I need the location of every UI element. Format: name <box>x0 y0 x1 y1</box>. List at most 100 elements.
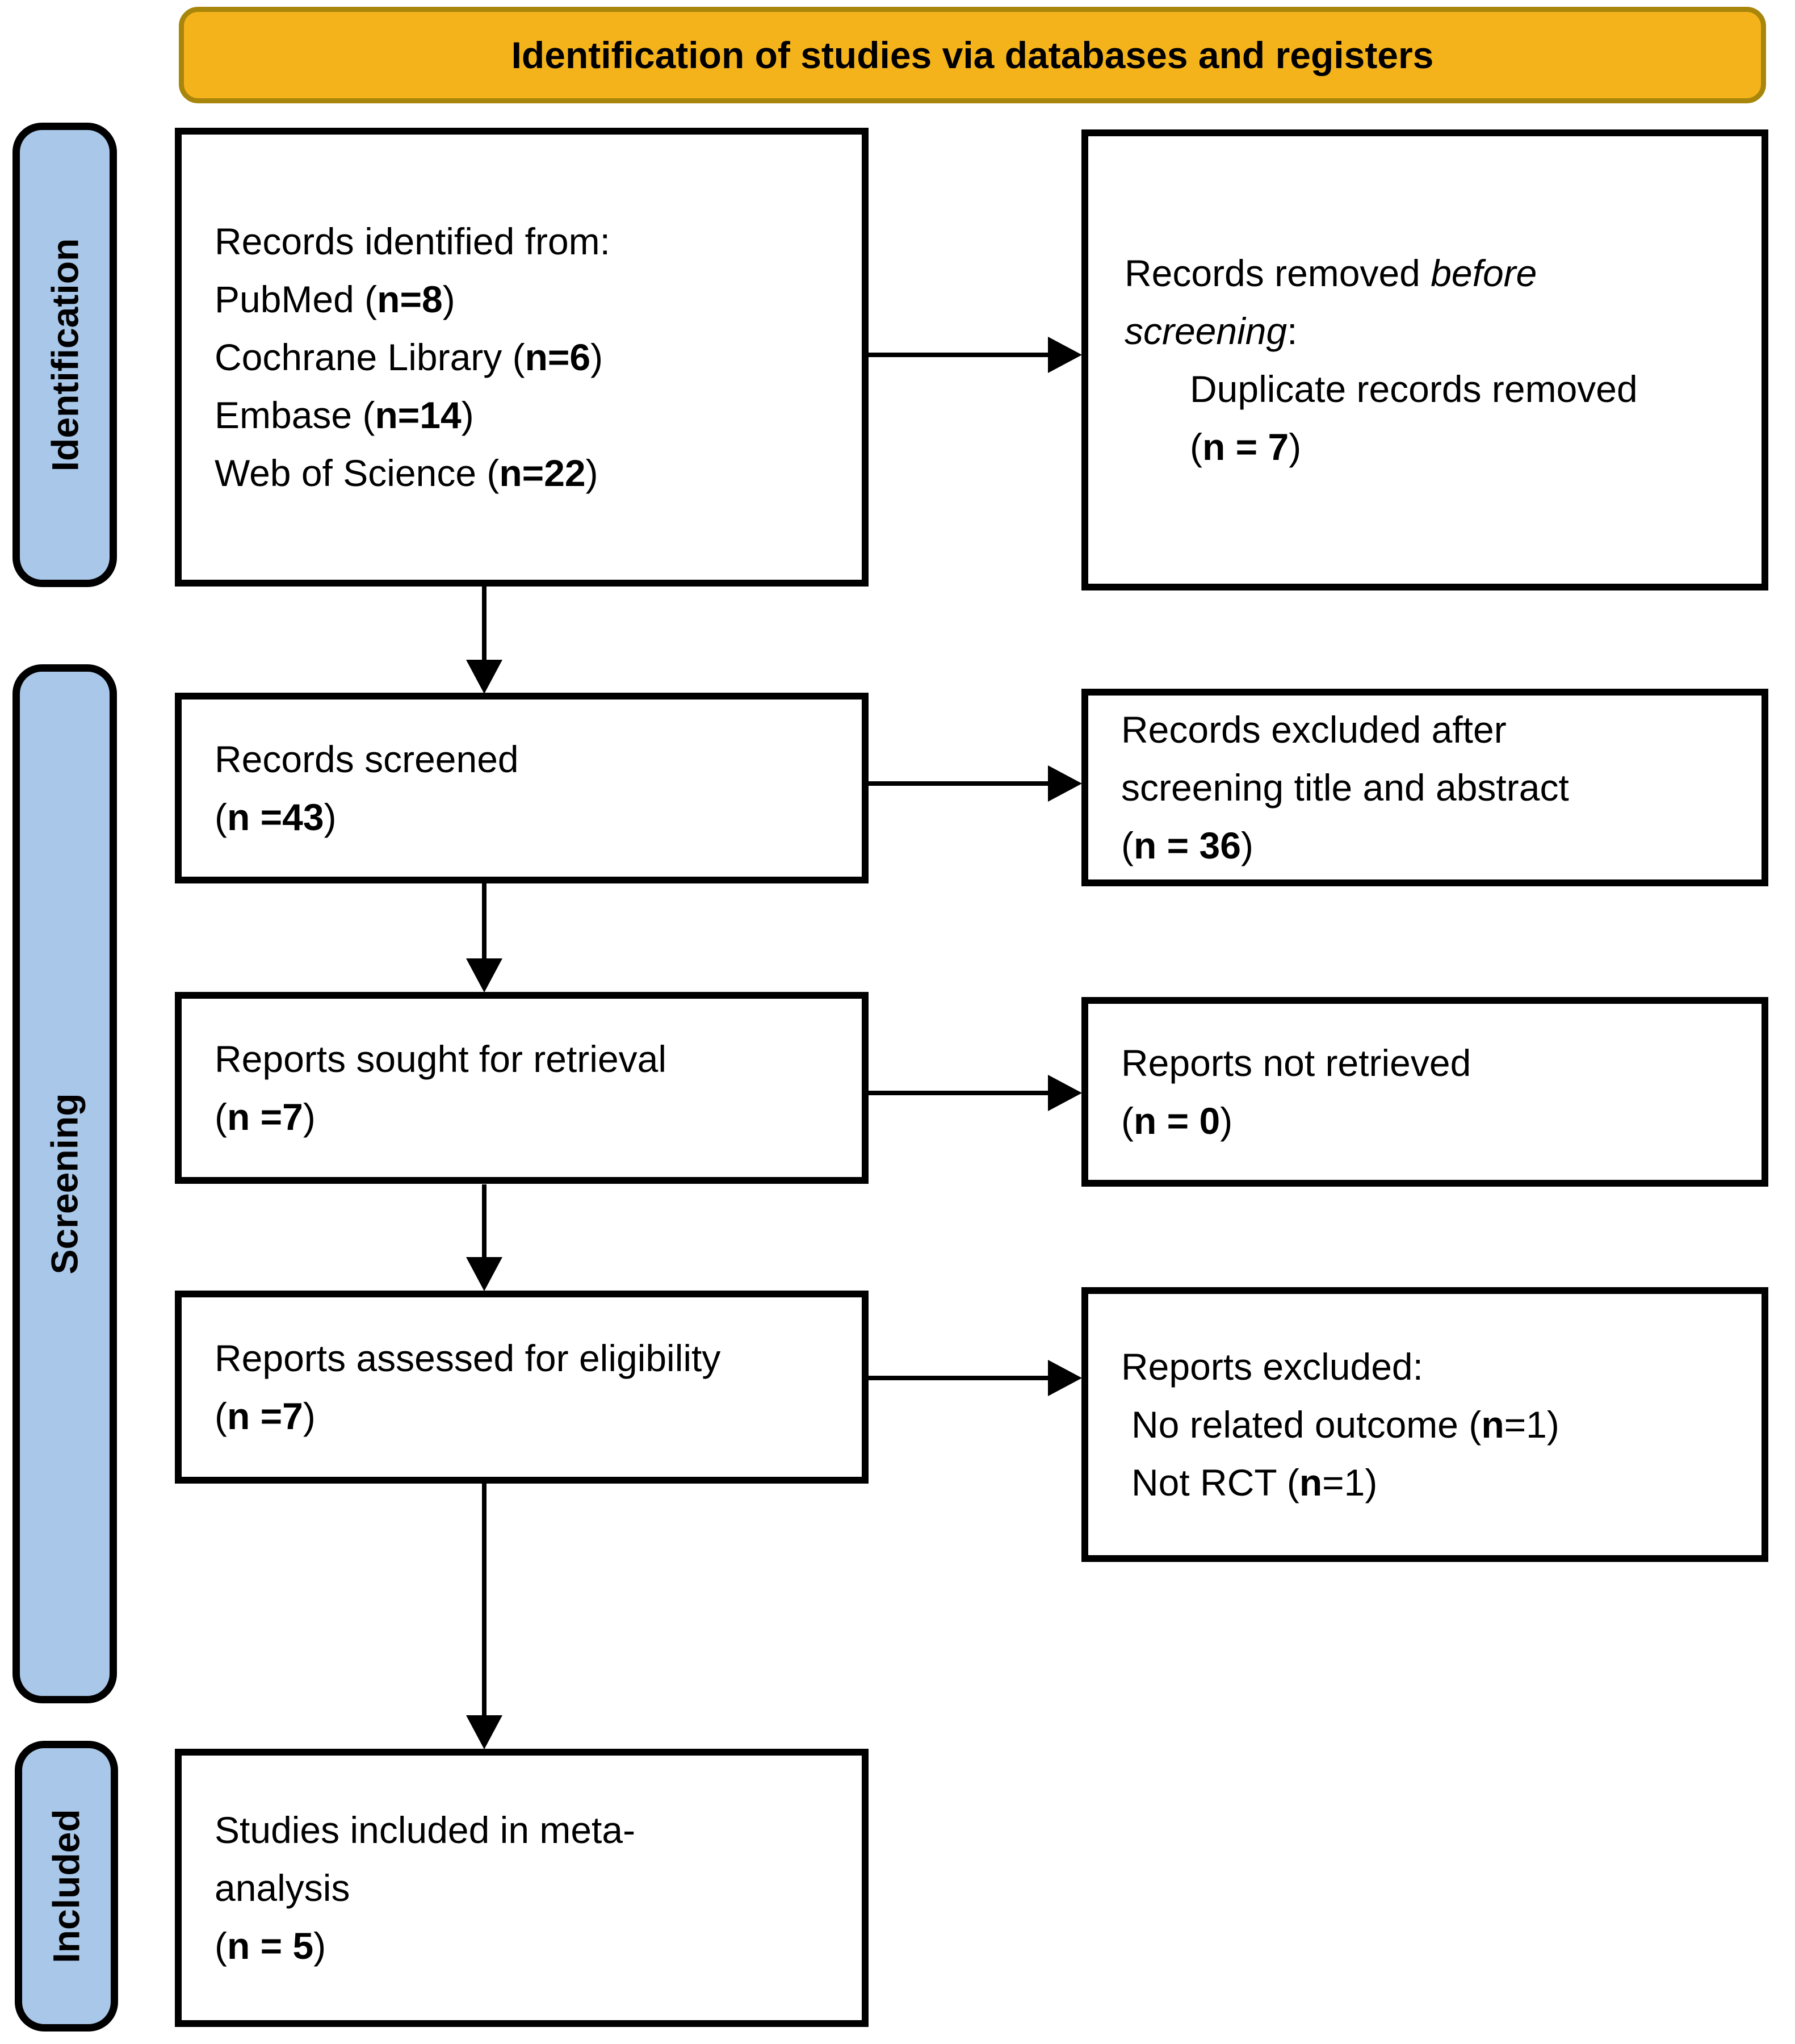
down-arrow-icon-3 <box>466 1184 502 1291</box>
box-reports-not-retrieved: Reports not retrieved (n = 0) <box>1081 997 1768 1187</box>
arrow-head <box>466 1715 502 1749</box>
box-text-segment: ) <box>303 1096 316 1138</box>
box-records-identified: Records identified from:PubMed (n=8)Coch… <box>175 128 869 587</box>
box-text-segment: Reports sought for retrieval <box>215 1038 667 1080</box>
right-arrow-icon-4 <box>869 1360 1082 1396</box>
box-text-segment: n =7 <box>227 1096 303 1138</box>
box-text-segment: screening <box>1125 310 1287 352</box>
box-text-segment: ( <box>215 1925 227 1967</box>
arrow-shaft <box>869 353 1048 357</box>
box-text-segment: n = 36 <box>1133 824 1241 866</box>
box-text-segment: Not RCT ( <box>1131 1461 1299 1503</box>
arrow-head <box>1048 1075 1082 1111</box>
arrow-head <box>466 1257 502 1291</box>
box-reports-excluded: Reports excluded: No related outcome (n=1… <box>1081 1287 1768 1562</box>
box-text-segment: n = 5 <box>227 1925 314 1967</box>
box-text-line: Records excluded after <box>1121 701 1744 759</box>
box-text-line: Reports not retrieved <box>1121 1034 1744 1092</box>
box-text-segment: Reports assessed for eligibility <box>215 1337 721 1379</box>
stage-label-identification-text: Identification <box>44 238 86 472</box>
box-text-segment: ) <box>324 796 337 838</box>
box-text-line: (n = 36) <box>1121 816 1744 874</box>
box-text-segment: ( <box>1121 1100 1134 1142</box>
box-text-line: screening title and abstract <box>1121 759 1744 816</box>
right-arrow-icon-3 <box>869 1075 1082 1111</box>
banner: Identification of studies via databases … <box>179 7 1766 103</box>
box-text-line: screening: <box>1125 302 1744 360</box>
box-text-segment: n =7 <box>227 1395 303 1437</box>
box-text-segment: n=22 <box>499 452 586 494</box>
stage-label-identification: Identification <box>12 123 117 587</box>
box-text-segment: Web of Science ( <box>215 452 500 494</box>
arrow-shaft <box>482 586 487 660</box>
down-arrow-icon-2 <box>466 883 502 992</box>
box-text-line: Records screened <box>215 730 845 788</box>
box-text-segment: ( <box>215 1395 227 1437</box>
box-text-line: Not RCT (n=1) <box>1121 1454 1744 1511</box>
box-text-line: (n = 0) <box>1121 1092 1744 1150</box>
arrow-head <box>1048 337 1082 373</box>
arrow-head <box>466 958 502 992</box>
box-text-segment: ) <box>442 278 455 320</box>
box-text-segment: ) <box>313 1925 326 1967</box>
box-text-segment: ) <box>1240 824 1253 866</box>
down-arrow-icon-4 <box>466 1484 502 1749</box>
box-text-line: Studies included in meta- <box>215 1801 845 1859</box>
box-records-excluded: Records excluded after screening title an… <box>1081 689 1768 886</box>
box-reports-sought: Reports sought for retrieval (n =7) <box>175 992 869 1184</box>
box-text-segment: ) <box>590 336 603 378</box>
box-text-line: (n = 5) <box>215 1917 845 1975</box>
box-text-line: (n = 7) <box>1125 418 1744 476</box>
box-text-segment: ( <box>1190 426 1202 468</box>
box-text-line: (n =7) <box>215 1387 845 1445</box>
box-studies-included: Studies included in meta-analysis (n = 5) <box>175 1749 869 2027</box>
arrow-shaft <box>482 1484 487 1715</box>
box-text-line: Records removed before <box>1125 244 1744 302</box>
box-text-segment: n=14 <box>375 394 462 436</box>
box-text-line: Embase (n=14) <box>215 386 845 444</box>
box-records-screened: Records screened(n =43) <box>175 693 869 883</box>
stage-label-included-text: Included <box>45 1809 88 1963</box>
stage-label-screening-text: Screening <box>44 1093 86 1275</box>
box-text-segment: n <box>1299 1461 1323 1503</box>
box-text-segment: Reports not retrieved <box>1121 1042 1471 1084</box>
box-text-line: Cochrane Library (n=6) <box>215 328 845 386</box>
box-text-segment: PubMed ( <box>215 278 378 320</box>
box-text-segment: Records removed <box>1125 252 1431 294</box>
box-text-segment: analysis <box>215 1867 350 1909</box>
arrow-shaft <box>869 1376 1048 1380</box>
down-arrow-icon-1 <box>466 586 502 694</box>
box-text-line: (n =43) <box>215 788 845 846</box>
box-text-segment: No related outcome ( <box>1131 1404 1482 1446</box>
box-text-segment: Records excluded after <box>1121 709 1507 751</box>
box-text-line: Duplicate records removed <box>1125 360 1744 418</box>
stage-label-included: Included <box>15 1741 118 2032</box>
box-text-line: Web of Science (n=22) <box>215 444 845 502</box>
box-text-line: No related outcome (n=1) <box>1121 1396 1744 1454</box>
arrow-shaft <box>482 883 487 958</box>
box-text-segment: Studies included in meta- <box>215 1809 636 1851</box>
box-text-line: Reports excluded: <box>1121 1338 1744 1396</box>
right-arrow-icon-1 <box>869 337 1082 373</box>
box-text-line: Reports sought for retrieval <box>215 1030 845 1088</box>
box-text-segment: : <box>1287 310 1298 352</box>
box-text-line: analysis <box>215 1859 845 1917</box>
box-text-segment: Cochrane Library ( <box>215 336 525 378</box>
box-text-segment: Reports excluded: <box>1121 1346 1423 1388</box>
box-text-segment: n=8 <box>377 278 443 320</box>
box-text-segment: n = 7 <box>1202 426 1289 468</box>
box-text-line: Records identified from: <box>215 212 845 270</box>
box-text-segment: ) <box>1220 1100 1233 1142</box>
box-text-segment: n=6 <box>525 336 591 378</box>
box-text-line: (n =7) <box>215 1088 845 1146</box>
box-text-segment: screening title and abstract <box>1121 767 1569 809</box>
box-text-segment: ) <box>303 1395 316 1437</box>
arrow-head <box>1048 765 1082 802</box>
box-text-segment: ( <box>215 1096 227 1138</box>
arrow-head <box>466 660 502 694</box>
box-text-segment: n <box>1481 1404 1504 1446</box>
box-text-segment: Embase ( <box>215 394 375 436</box>
box-text-segment: ( <box>1121 824 1134 866</box>
